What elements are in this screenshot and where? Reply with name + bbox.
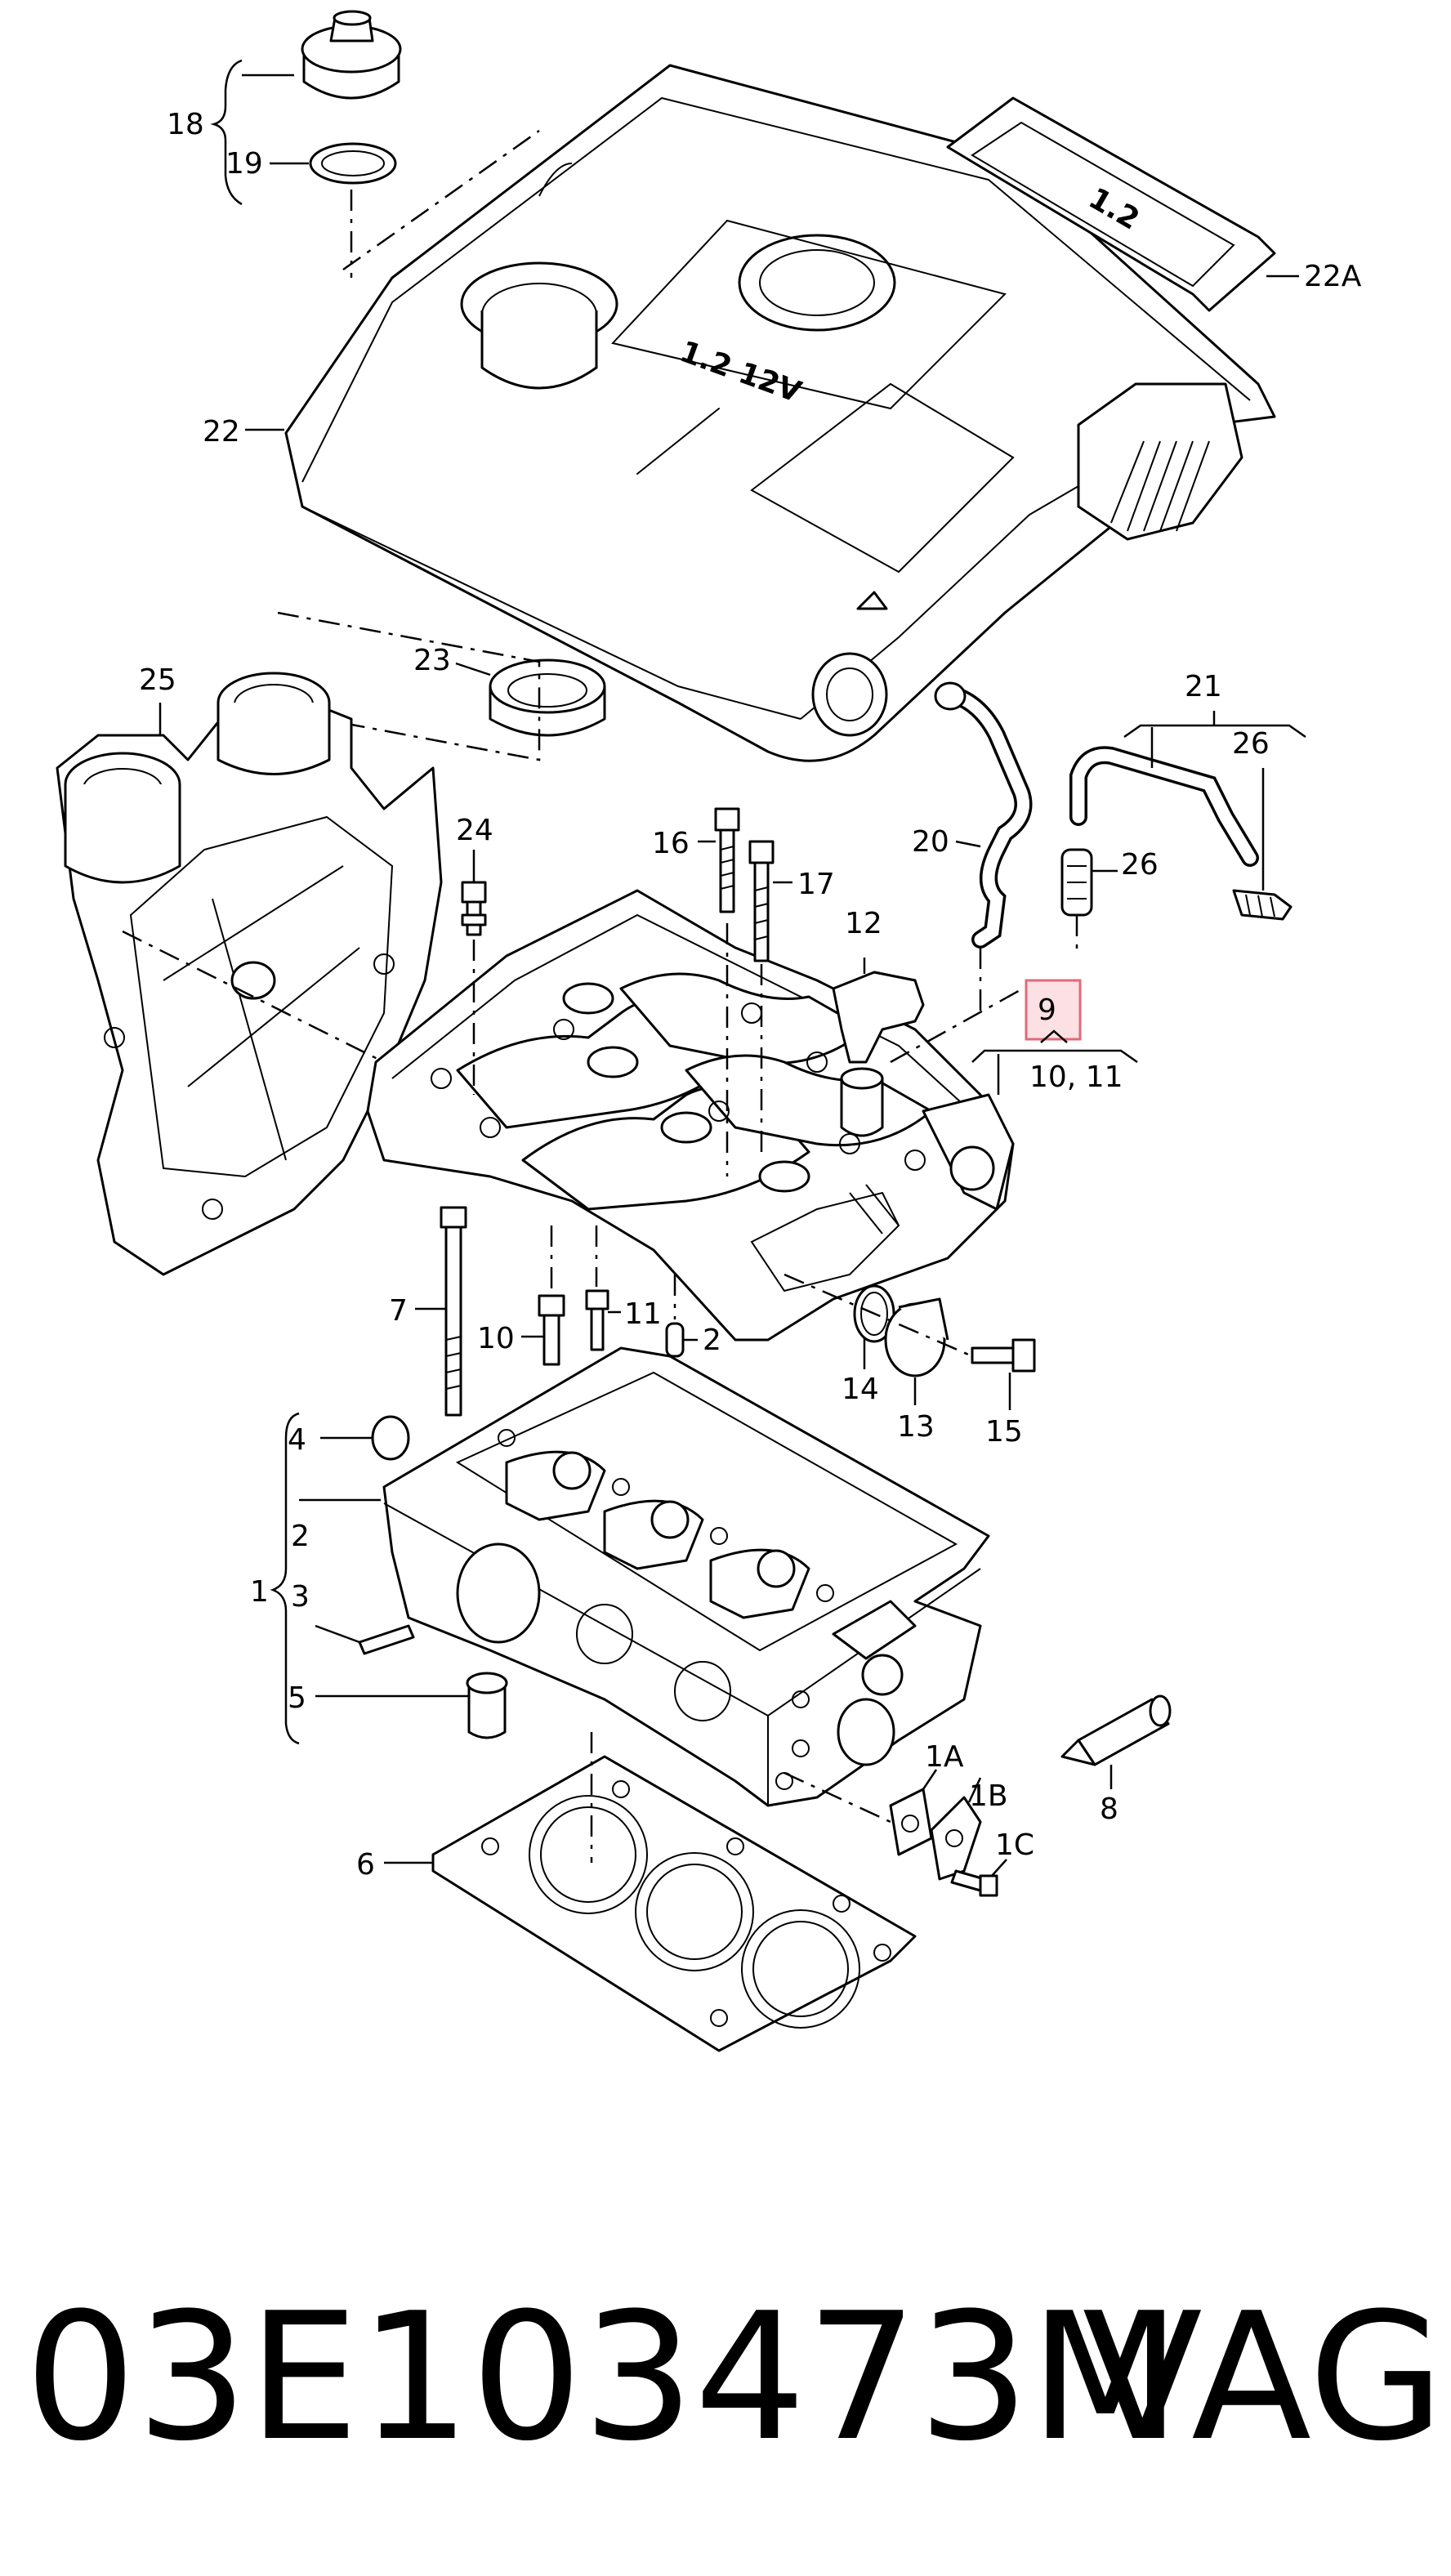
bolt-17 <box>748 840 775 962</box>
callout-22a: 22A <box>1304 260 1362 293</box>
callout-9-highlight <box>1025 979 1082 1041</box>
oil-filler-cap <box>301 10 402 100</box>
callout-15: 15 <box>985 1415 1023 1449</box>
callout-26: 26 <box>1121 848 1159 882</box>
callout-22: 22 <box>203 415 240 449</box>
filler-cap-seal <box>309 142 397 185</box>
end-cover <box>884 1297 949 1377</box>
callout-1c: 1C <box>995 1828 1034 1862</box>
callout-12: 12 <box>845 907 882 940</box>
callout-17: 17 <box>797 868 835 901</box>
callout-1: 1 <box>250 1575 269 1609</box>
callout-23: 23 <box>413 644 451 677</box>
callout-21: 21 <box>1185 670 1222 703</box>
callout-26-top: 26 <box>1232 727 1270 761</box>
bolt-10 <box>538 1294 565 1366</box>
bolt-16 <box>714 807 740 913</box>
camshaft-housing <box>366 889 1015 1342</box>
callout-7: 7 <box>389 1294 408 1328</box>
stud <box>358 1624 415 1655</box>
bolt-11 <box>585 1289 609 1351</box>
callout-14: 14 <box>842 1373 879 1406</box>
callout-5: 5 <box>288 1681 306 1715</box>
cover-plate-1b <box>930 1796 982 1881</box>
callout-11: 11 <box>624 1297 662 1331</box>
breather-hose <box>934 681 1033 949</box>
cylinder-head-gasket <box>431 1755 917 2052</box>
hose-piece-b <box>1232 889 1293 921</box>
callout-18: 18 <box>167 108 204 141</box>
callout-4: 4 <box>288 1423 306 1457</box>
callout-20: 20 <box>912 825 949 859</box>
callout-19: 19 <box>225 147 263 181</box>
callout-8: 8 <box>1100 1792 1118 1826</box>
gasket-1a <box>889 1788 933 1856</box>
callout-9: 9 <box>1038 993 1056 1027</box>
callout-24: 24 <box>456 814 493 847</box>
engine-cover-badge: 1.2 <box>946 96 1276 312</box>
bolt-24 <box>461 881 487 936</box>
timing-case-cover <box>56 672 443 1276</box>
hose-piece-a <box>1060 848 1093 917</box>
callout-16: 16 <box>652 827 690 860</box>
bearing-bush <box>466 1672 508 1739</box>
part-number: 03E103473M <box>25 2275 1181 2480</box>
engine-cover: 1.2 12V <box>284 64 1276 762</box>
callout-25: 25 <box>139 663 176 697</box>
bolt-7 <box>440 1206 467 1417</box>
callout-1b: 1B <box>969 1779 1008 1813</box>
sealant-tube <box>1060 1694 1172 1766</box>
bolt-1c <box>950 1869 998 1897</box>
footer: 03E103473M VAG <box>0 2255 1451 2500</box>
callout-2-upper: 2 <box>703 1324 721 1357</box>
bolt-15 <box>971 1338 1036 1373</box>
callout-10-11: 10, 11 <box>1029 1060 1123 1094</box>
callout-13: 13 <box>897 1410 935 1444</box>
callout-6: 6 <box>356 1848 375 1882</box>
seal-ring <box>489 659 606 737</box>
callout-10: 10 <box>477 1322 515 1355</box>
vent-hose <box>1069 746 1259 867</box>
dowel-pin <box>665 1322 685 1358</box>
sealing-plug <box>371 1415 410 1461</box>
callout-2: 2 <box>291 1520 310 1553</box>
callout-3: 3 <box>291 1580 310 1614</box>
camshaft-position-sensor <box>832 971 925 1137</box>
callout-1a: 1A <box>925 1740 964 1774</box>
brand-name: VAG <box>1082 2275 1444 2480</box>
cylinder-head <box>382 1346 990 1807</box>
